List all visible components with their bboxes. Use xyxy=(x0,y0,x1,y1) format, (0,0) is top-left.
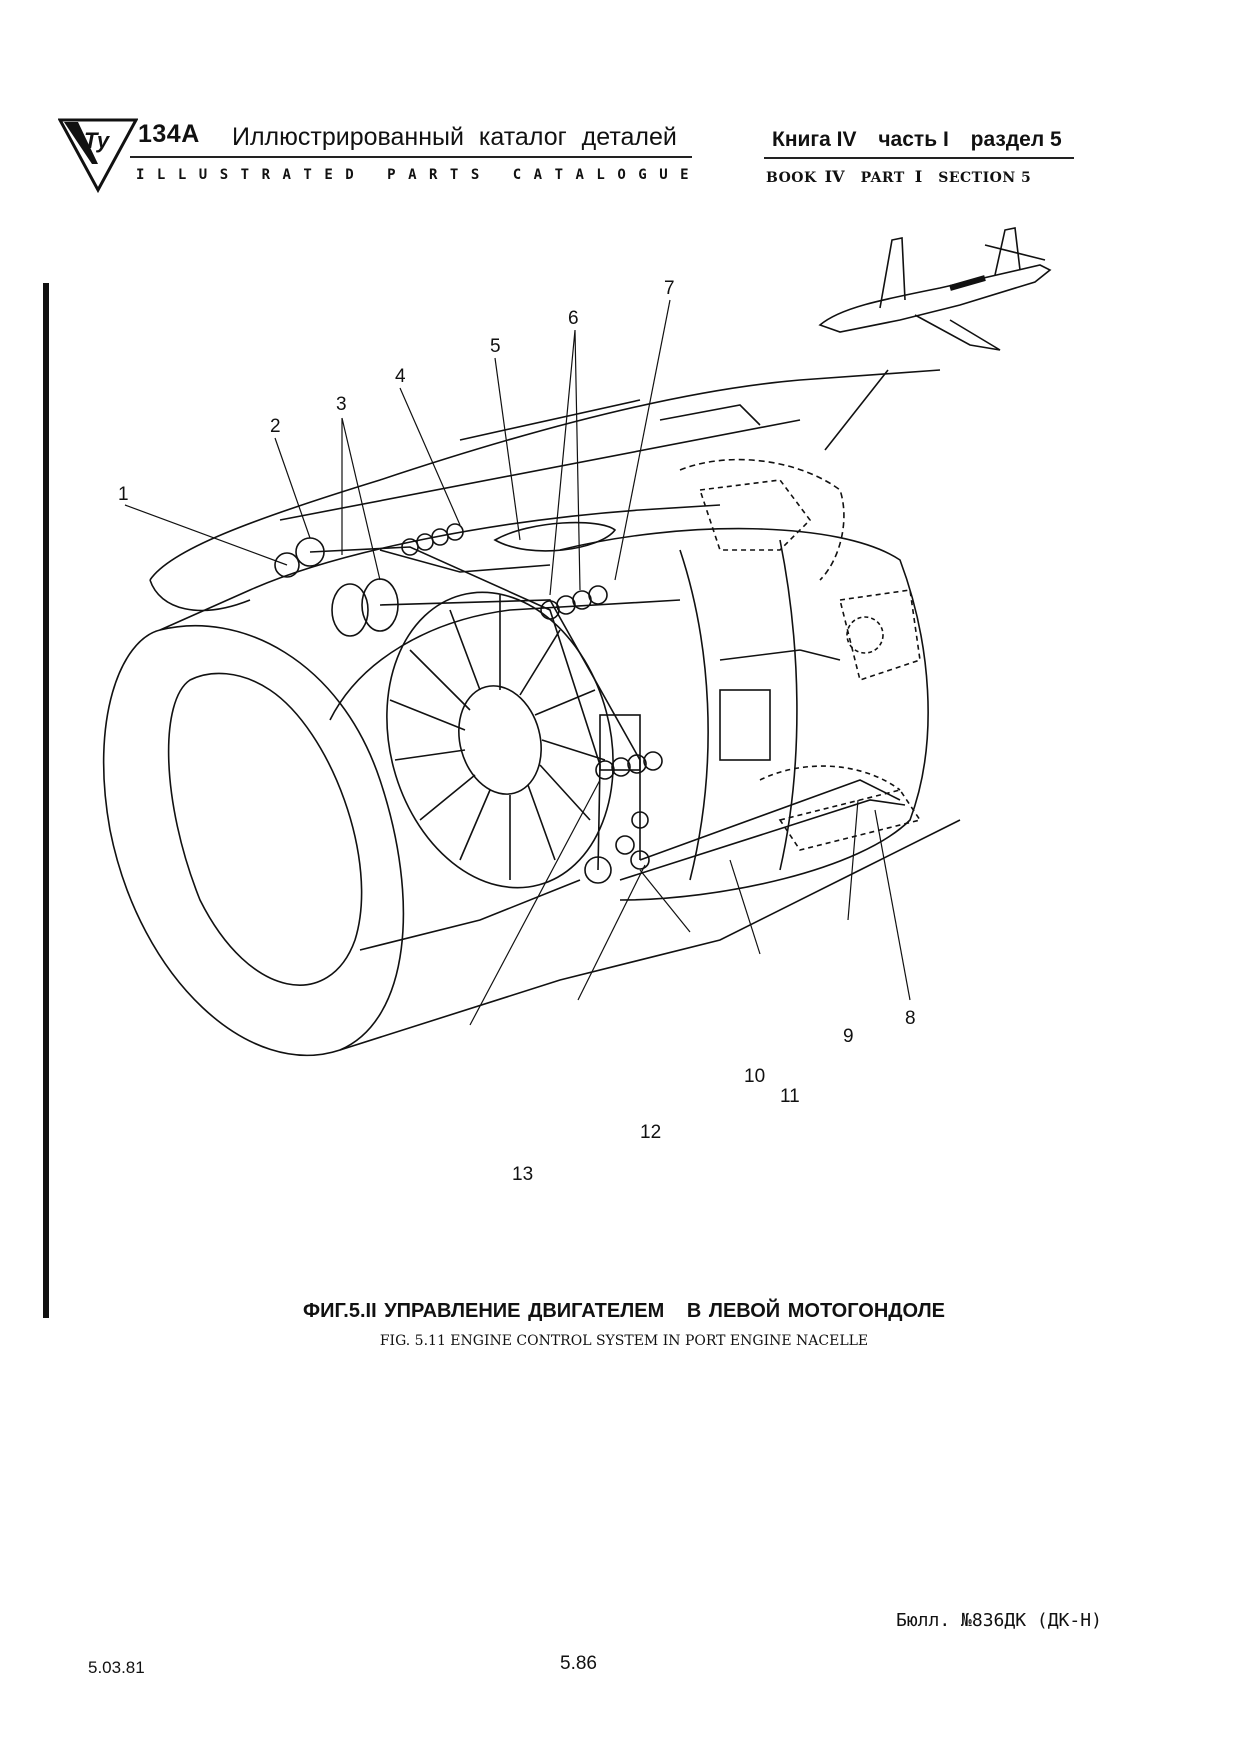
callout-3: 3 xyxy=(336,394,347,415)
part-ru: часть I xyxy=(878,128,949,151)
header-rule-left xyxy=(130,156,692,158)
part-num-en: I xyxy=(914,167,923,186)
callout-1: 1 xyxy=(118,484,129,505)
fan-assembly xyxy=(386,591,614,889)
callout-4: 4 xyxy=(395,366,406,387)
model-number: 134А xyxy=(138,120,200,148)
callout-11: 11 xyxy=(780,1086,800,1107)
callout-8: 8 xyxy=(905,1008,916,1029)
catalog-title-en: ILLUSTRATED PARTS CATALOGUE xyxy=(136,167,702,183)
section-ru: раздел 5 xyxy=(970,128,1062,151)
callout-10: 10 xyxy=(744,1066,765,1087)
svg-text:Ту: Ту xyxy=(84,128,111,153)
engine-nacelle-drawing: 1 2 3 4 5 6 7 8 9 10 11 12 13 xyxy=(102,227,1052,1185)
catalog-title-ru: Иллюстрированный каталог деталей xyxy=(232,123,677,151)
callout-9: 9 xyxy=(843,1026,854,1047)
control-runs xyxy=(274,521,906,884)
header-rule-right xyxy=(764,157,1074,159)
callout-13: 13 xyxy=(512,1164,533,1185)
page-number: 5.86 xyxy=(560,1653,597,1674)
callout-numbers: 1 2 3 4 5 6 7 8 9 10 11 12 13 xyxy=(118,278,916,1185)
section-en: SECTION 5 xyxy=(938,170,1032,186)
engine-core xyxy=(559,458,929,901)
nacelle-outline xyxy=(102,369,961,1056)
callout-2: 2 xyxy=(270,416,281,437)
book-num-en: IV xyxy=(824,167,845,186)
callout-5: 5 xyxy=(490,336,501,357)
leader-lines xyxy=(124,299,911,1026)
book-ru: Книга IV xyxy=(772,128,857,151)
figure-caption-en: FIG. 5.11 ENGINE CONTROL SYSTEM IN PORT … xyxy=(379,1333,869,1349)
book-part-section-ru: Книга IV часть I раздел 5 xyxy=(772,128,1062,152)
callout-6: 6 xyxy=(568,308,579,329)
part-en: PART xyxy=(860,170,905,186)
callout-12: 12 xyxy=(640,1122,661,1143)
margin-change-bar xyxy=(43,283,49,1318)
tupolev-logo: Ту xyxy=(58,118,138,194)
bulletin-reference: Бюлл. №836ДК (ДК-Н) xyxy=(896,1610,1102,1631)
revision-date: 5.03.81 xyxy=(88,1658,145,1677)
callout-7: 7 xyxy=(664,278,675,299)
aircraft-silhouette xyxy=(818,227,1052,451)
book-part-section-en: BOOK IV PART I SECTION 5 xyxy=(766,167,1031,186)
figure-caption-ru: ФИГ.5.II УПРАВЛЕНИЕ ДВИГАТЕЛЕМ В ЛЕВОЙ М… xyxy=(303,1300,945,1322)
book-en: BOOK xyxy=(766,170,817,186)
